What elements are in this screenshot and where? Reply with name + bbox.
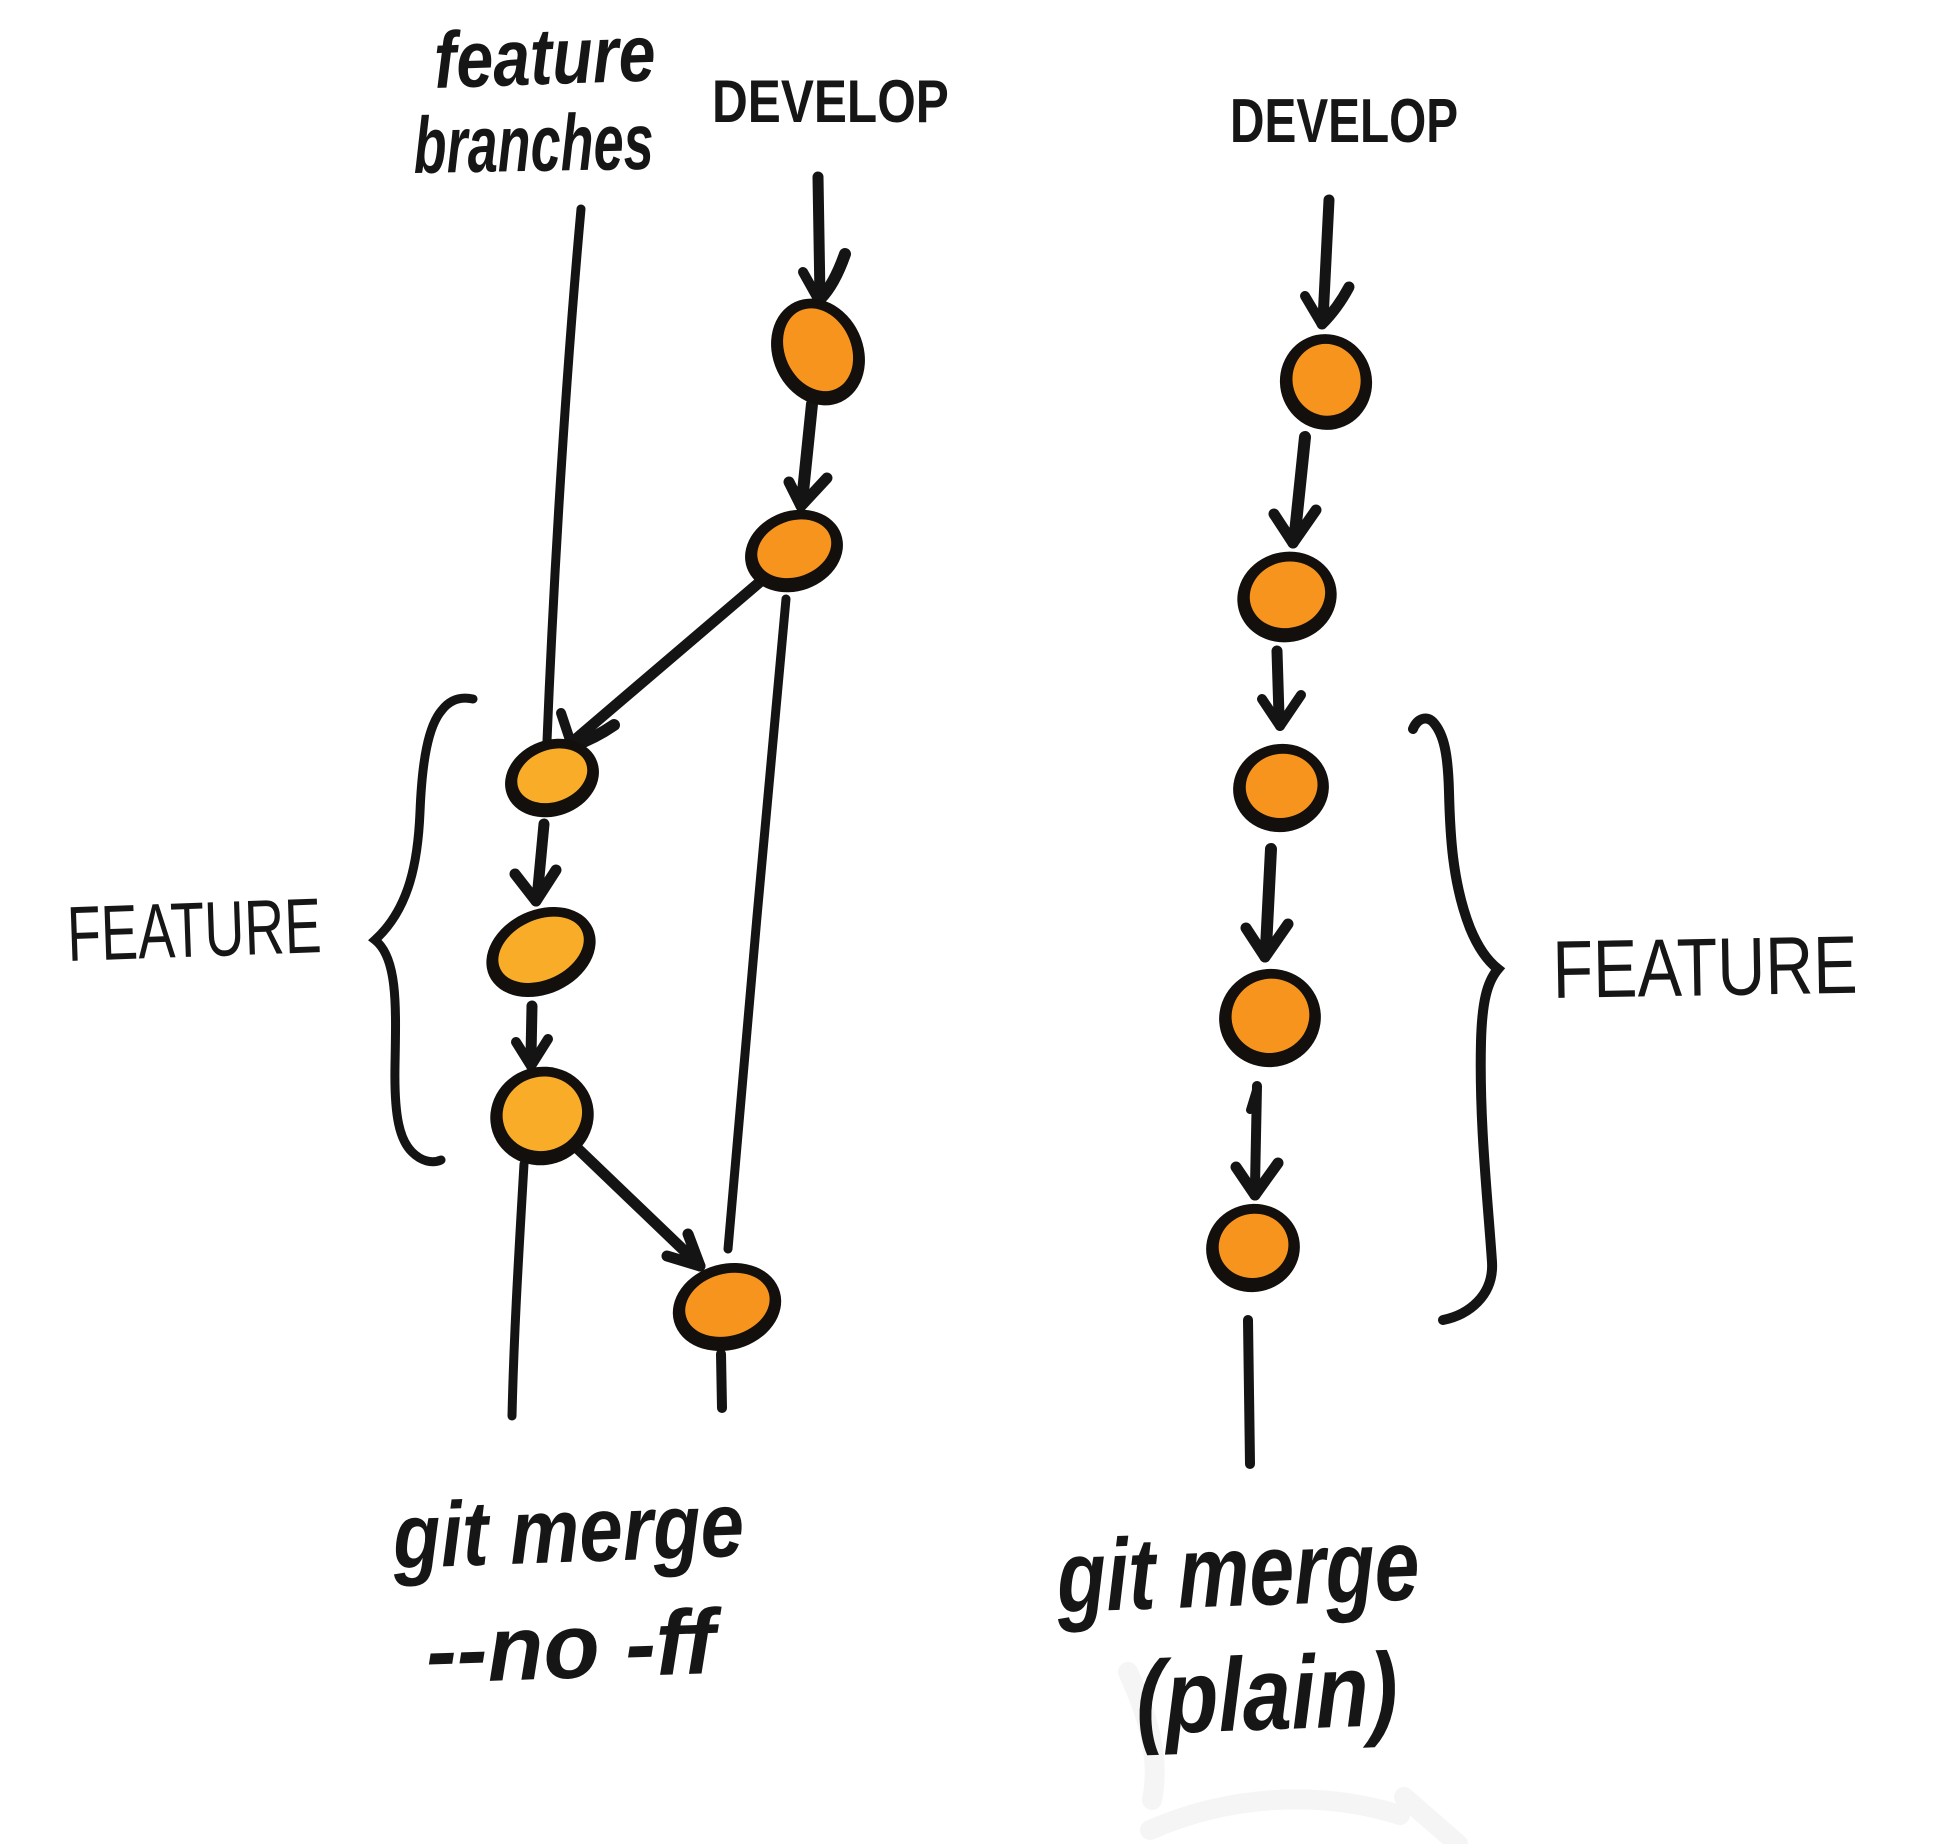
svg-text:FEATURE: FEATURE [66,883,323,978]
svg-text:--no -ff: --no -ff [424,1591,725,1703]
svg-text:FEATURE: FEATURE [1552,918,1859,1016]
svg-text:DEVELOP: DEVELOP [712,67,949,135]
svg-text:branches: branches [413,97,655,190]
svg-text:git merge: git merge [390,1474,745,1589]
svg-text:DEVELOP: DEVELOP [1230,86,1458,155]
svg-text:git merge: git merge [1054,1508,1421,1634]
svg-text:(plain): (plain) [1134,1632,1400,1757]
svg-text:feature: feature [432,7,656,105]
